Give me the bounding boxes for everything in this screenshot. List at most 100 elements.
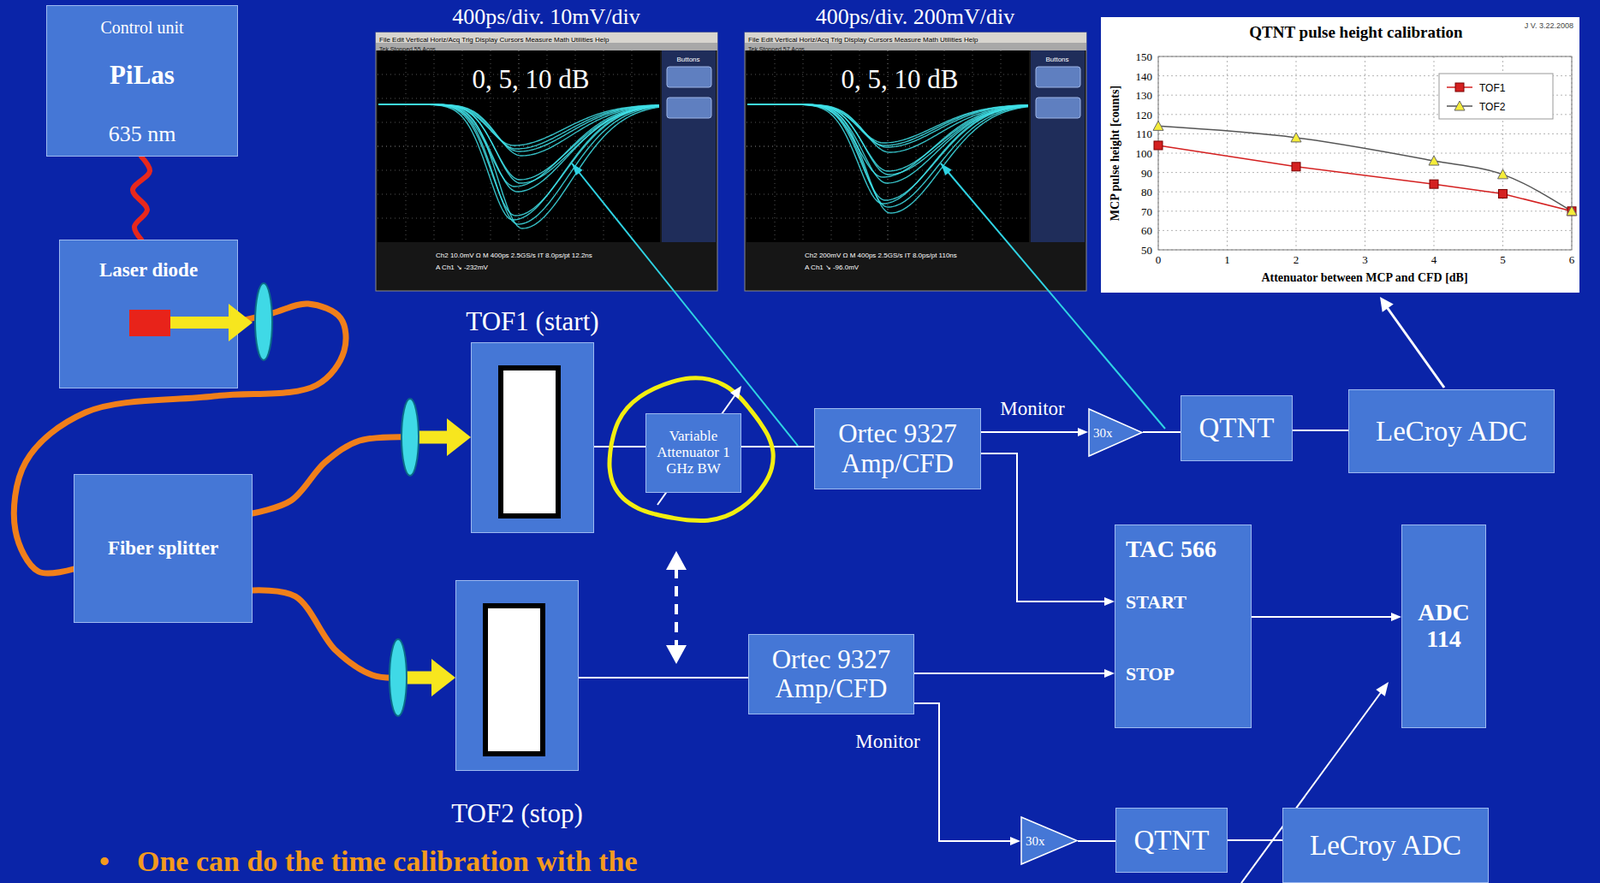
oscilloscope-screenshot <box>774 50 776 243</box>
signal-cable <box>1292 429 1349 432</box>
detector-heading: TOF2 (stop) <box>451 799 583 829</box>
annotation-label: 3 <box>1362 254 1369 267</box>
text-holder: QTNT pulse height calibration <box>1249 23 1463 42</box>
annotation-label: Buttons <box>676 56 700 65</box>
amplifier-symbol <box>1021 817 1077 865</box>
signal-cable <box>1142 431 1181 434</box>
lens <box>401 398 419 476</box>
annotation-label: A Ch1 ↘ -232mV <box>435 264 488 273</box>
amplifier-triangle: 30x <box>1020 816 1078 866</box>
text-holder: Ch2 10.0mV Ω M 400ps 2.5GS/s IT 8.0ps/pt… <box>435 245 593 262</box>
annotation-label: One can do the time calibration with the <box>136 845 638 878</box>
connectors <box>13 156 1402 846</box>
calibration-chart <box>1290 132 1302 143</box>
text-holder: TOF2 <box>1479 98 1505 114</box>
text-holder: 50 <box>1141 242 1153 258</box>
oscilloscope-screenshot <box>405 50 407 243</box>
text-holder: 100 <box>1136 145 1154 161</box>
box-label: Ortec 9327 Amp/CFD <box>820 419 976 478</box>
optical-fiber <box>446 418 471 457</box>
oscilloscope-screenshot <box>831 50 833 243</box>
leader-line <box>940 163 1166 429</box>
oscilloscope-screenshot <box>666 97 712 119</box>
annotation-label: 4 <box>1431 254 1438 267</box>
detector-window <box>498 365 561 519</box>
optical-fiber <box>252 590 456 697</box>
text-holder: 30x <box>1025 833 1046 850</box>
text-holder: 635 nm <box>47 122 238 148</box>
device-box: Laser diode <box>59 239 238 389</box>
oscilloscope-screenshot <box>747 104 1029 146</box>
text-holder: 150 <box>1136 48 1154 65</box>
device-box: QTNT <box>1115 808 1228 874</box>
text-holder: 400ps/div. 10mV/div <box>452 5 640 30</box>
signal-cable <box>981 431 1080 434</box>
signal-cable <box>914 672 1107 675</box>
annotation-label: Ch2 200mV Ω M 400ps 2.5GS/s IT 8.0ps/pt … <box>804 252 958 261</box>
annotation-label: 400ps/div. 10mV/div <box>452 5 640 30</box>
annotation-label: 150 <box>1136 51 1154 64</box>
box-label: TAC 566 <box>1125 536 1217 564</box>
signal-cable <box>981 428 1089 437</box>
text-holder: 0 <box>1155 251 1162 268</box>
move-arrow <box>666 645 687 665</box>
device-box: LeCroy ADC <box>1348 389 1555 474</box>
device-box: TOF1 (start) <box>470 342 595 534</box>
lens <box>389 639 407 717</box>
oscilloscope-screenshot <box>746 50 1029 243</box>
detector-heading: TOF1 (start) <box>465 307 599 337</box>
optical-fiber <box>431 659 456 697</box>
legend-sample <box>1455 83 1464 92</box>
annotation-label: 60 <box>1141 225 1153 238</box>
annotation-label: Ch2 10.0mV Ω M 400ps 2.5GS/s IT 8.0ps/pt… <box>435 252 593 261</box>
device-box: ADC 114 <box>1401 524 1487 729</box>
calibration-chart <box>1498 189 1508 198</box>
optical-fiber <box>252 590 399 679</box>
oscilloscope-screenshot <box>747 104 1029 148</box>
text-holder: 6 <box>1569 251 1576 268</box>
text-holder: 3 <box>1362 251 1369 268</box>
text-holder: Ch2 200mV Ω M 400ps 2.5GS/s IT 8.0ps/pt … <box>804 245 958 262</box>
text-holder: 120 <box>1136 107 1154 123</box>
calibration-chart <box>1291 162 1301 172</box>
optical-fiber <box>404 672 434 685</box>
text-holder: Fiber splitter <box>107 537 219 560</box>
text-holder: File Edit Vertical Horiz/Acq Trig Displa… <box>379 29 610 46</box>
data-arrow <box>1379 297 1394 313</box>
oscilloscope-screenshot <box>378 104 660 225</box>
text-holder: 0, 5, 10 dB <box>841 65 959 95</box>
text-holder: TOF1 (start) <box>403 307 662 337</box>
move-arrow <box>674 568 679 648</box>
text-holder: 400ps/div. 200mV/div <box>815 5 1015 30</box>
annotation-label: MCP pulse height [counts] <box>1108 85 1122 221</box>
text-holder: Tek Stopped 55 Acqs <box>379 39 436 55</box>
data-arrow <box>1375 682 1389 697</box>
oscilloscope-screenshot <box>666 66 712 88</box>
text-holder: A Ch1 ↘ -96.0mV <box>804 257 859 274</box>
oscilloscope-screenshot <box>747 104 1029 153</box>
oscilloscope-screenshot <box>378 104 660 229</box>
oscilloscope-screenshot <box>375 32 718 292</box>
annotation-label: 70 <box>1141 206 1153 219</box>
box-label: Fiber splitter <box>107 537 219 560</box>
signal-cable <box>1292 430 1349 432</box>
oscilloscope-screenshot <box>377 50 661 243</box>
text-holder: 2 <box>1293 251 1300 268</box>
calibration-chart <box>1296 56 1297 250</box>
calibration-chart <box>1226 56 1228 250</box>
text-holder: QTNT <box>1134 825 1210 857</box>
text-holder: Monitor <box>999 398 1065 420</box>
signal-cable <box>1077 841 1116 843</box>
device-box: QTNT <box>1180 395 1293 462</box>
oscilloscope-screenshot <box>375 32 718 292</box>
text-holder: 1 <box>1224 251 1231 268</box>
text-holder: 0, 5, 10 dB <box>472 65 590 95</box>
text-holder: 110 <box>1136 125 1153 142</box>
oscilloscope-screenshot <box>744 32 1087 292</box>
optical-fiber <box>252 437 411 514</box>
signal-cable <box>741 446 815 448</box>
text-holder: 90 <box>1141 165 1153 181</box>
text-holder: Buttons <box>676 49 700 66</box>
text-holder: J V. 3.22.2008 <box>1524 16 1574 32</box>
signal-cable <box>981 453 1107 602</box>
